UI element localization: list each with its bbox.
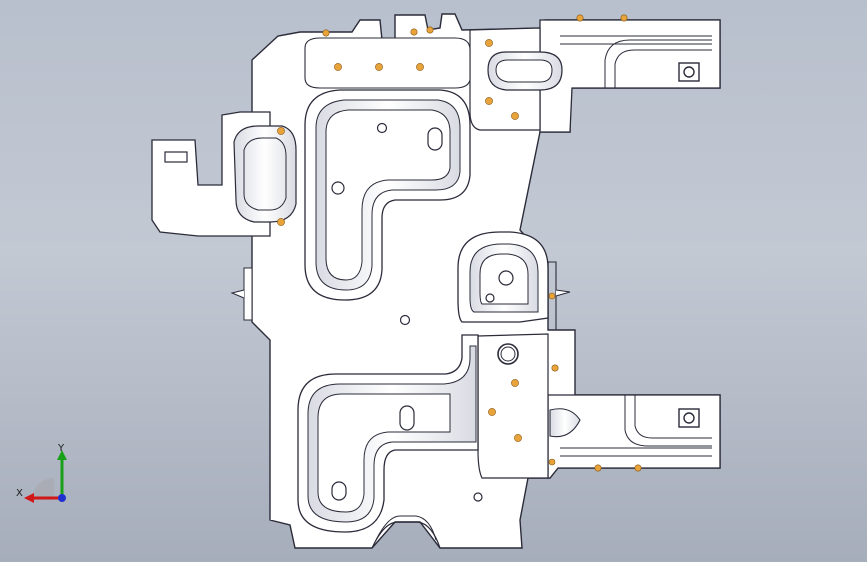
y-axis-label: Y (57, 443, 65, 454)
x-axis-label: X (16, 488, 23, 499)
fastener-markers (277, 14, 642, 472)
left-flange-slot (164, 151, 188, 163)
top-rib (304, 37, 471, 89)
bottom-right-arm (547, 394, 721, 479)
top-right-arm (539, 19, 721, 133)
lower-boss (477, 333, 549, 479)
left-pocket (233, 125, 297, 223)
coordinate-triad: Y X (16, 443, 67, 503)
